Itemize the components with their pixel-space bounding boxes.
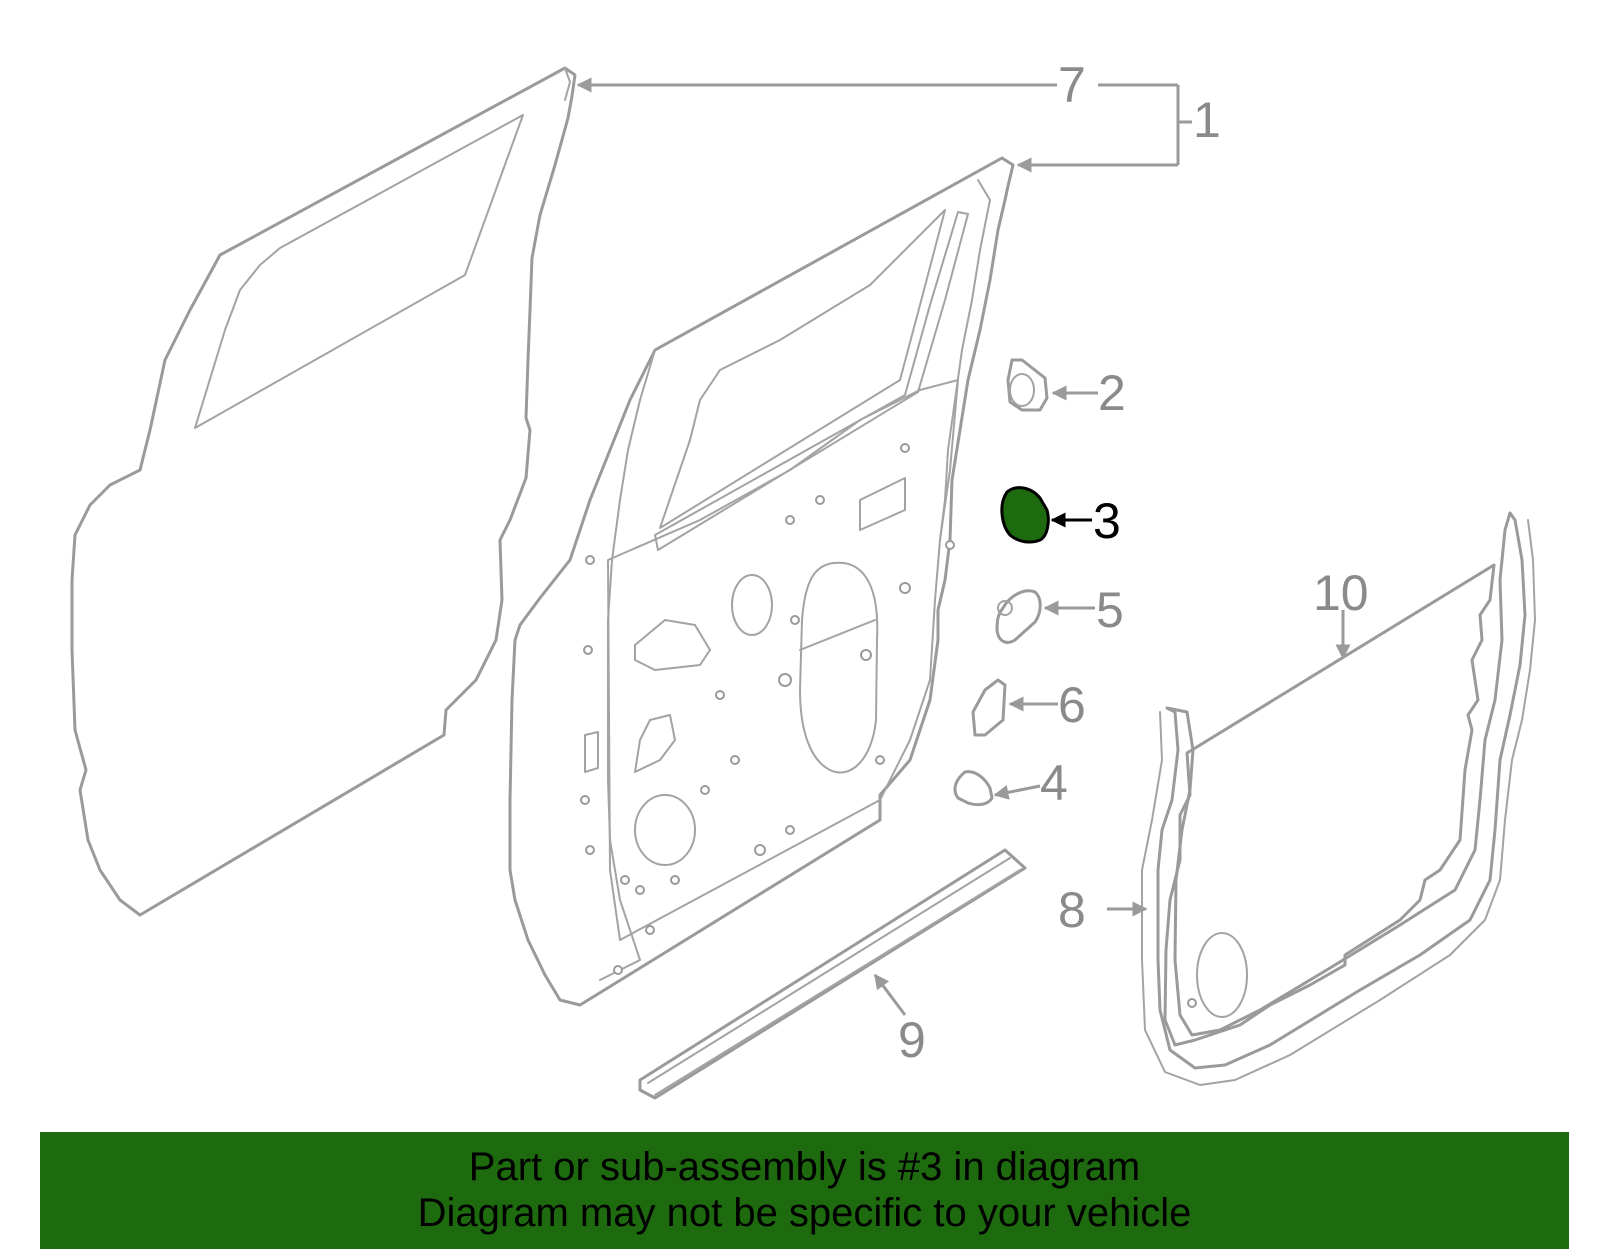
highlighted-part-3-icon[interactable]: 3 xyxy=(1000,486,1121,549)
weatherstrip-icon: 8 xyxy=(1058,511,1536,1086)
hole-plug-icon: 2 xyxy=(1006,358,1126,421)
callout-7[interactable]: 7 xyxy=(1058,57,1086,113)
callout-10[interactable]: 10 xyxy=(1313,565,1369,621)
info-banner: Part or sub-assembly is #3 in diagram Di… xyxy=(40,1132,1569,1249)
door-outer-skin-icon xyxy=(70,66,577,917)
grommet-4-icon: 4 xyxy=(953,755,1068,811)
door-inner-panel-icon xyxy=(508,156,1015,1007)
banner-line-2: Diagram may not be specific to your vehi… xyxy=(417,1191,1192,1235)
belt-moulding-icon: 9 xyxy=(638,848,1027,1100)
callout-3[interactable]: 3 xyxy=(1093,493,1121,549)
callout-4[interactable]: 4 xyxy=(1040,755,1068,811)
callout-8[interactable]: 8 xyxy=(1058,882,1086,938)
mounting-holes xyxy=(580,443,955,975)
callout-6[interactable]: 6 xyxy=(1058,677,1086,733)
callout-2[interactable]: 2 xyxy=(1098,365,1126,421)
banner-line-1: Part or sub-assembly is #3 in diagram xyxy=(468,1145,1141,1189)
callout-1-7-bracket: 7 1 xyxy=(576,57,1221,173)
callout-1[interactable]: 1 xyxy=(1193,92,1221,148)
callout-5[interactable]: 5 xyxy=(1096,582,1124,638)
door-trim-panel-icon: 10 xyxy=(1163,563,1496,1047)
grommet-5-icon: 5 xyxy=(995,582,1124,644)
grommet-6-icon: 6 xyxy=(971,677,1086,737)
callout-9[interactable]: 9 xyxy=(898,1012,926,1068)
